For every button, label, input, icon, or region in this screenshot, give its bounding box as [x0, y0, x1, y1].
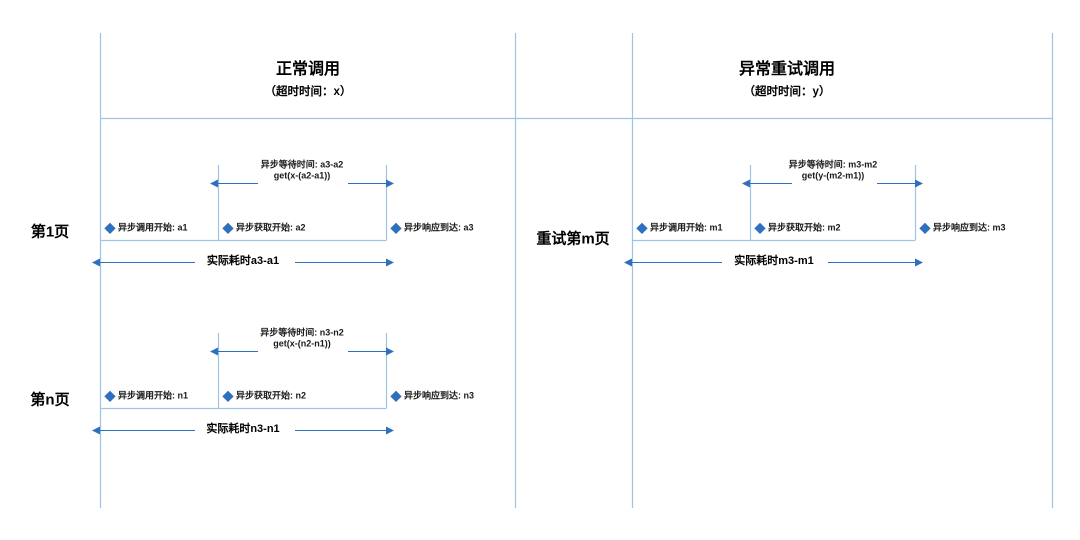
event-label: 异步响应到达: m3: [933, 222, 1006, 233]
total-duration-label-page-1: 实际耗时a3-a1: [199, 255, 287, 269]
panel-subtitle-normal-call: （超时时间：x）: [264, 86, 352, 98]
total-duration-label-page-n: 实际耗时n3-n1: [199, 423, 287, 437]
event-marker-call-start-retry-page-m: 异步调用开始: m1: [636, 222, 723, 234]
diamond-icon: [222, 222, 234, 234]
panel-title-normal-call: 正常调用: [275, 61, 341, 78]
diamond-icon: [919, 222, 931, 234]
wait-annotation-line1: 异步等待时间: a3-a2: [260, 159, 344, 170]
event-label: 异步响应到达: a3: [404, 222, 474, 233]
panel-subtitle-retry-call: （超时时间：y）: [743, 86, 831, 98]
row-label-retry-page-m: 重试第m页: [536, 230, 610, 248]
diamond-icon: [390, 390, 402, 402]
event-label: 异步调用开始: n1: [118, 390, 189, 401]
diamond-icon: [104, 222, 116, 234]
event-label: 异步调用开始: m1: [650, 222, 723, 233]
event-marker-response-arrive-page-1: 异步响应到达: a3: [390, 222, 474, 234]
diamond-icon: [754, 222, 766, 234]
diamond-icon: [636, 222, 648, 234]
event-label: 异步获取开始: m2: [768, 222, 841, 233]
event-marker-fetch-start-retry-page-m: 异步获取开始: m2: [754, 222, 841, 234]
wait-annotation-retry-page-m: 异步等待时间: m3-m2 get(y-(m2-m1)): [789, 160, 878, 183]
event-marker-fetch-start-page-n: 异步获取开始: n2: [222, 390, 307, 402]
event-marker-call-start-page-n: 异步调用开始: n1: [104, 390, 189, 402]
event-marker-call-start-page-1: 异步调用开始: a1: [104, 222, 188, 234]
wait-annotation-line1: 异步等待时间: n3-n2: [260, 327, 344, 338]
wait-annotation-line2: get(x-(n2-n1)): [273, 338, 331, 349]
wait-annotation-line2: get(y-(m2-m1)): [801, 170, 865, 181]
total-duration-label-retry-page-m: 实际耗时m3-m1: [727, 255, 821, 269]
wait-annotation-line1: 异步等待时间: m3-m2: [788, 159, 878, 170]
event-marker-response-arrive-page-n: 异步响应到达: n3: [390, 390, 475, 402]
panel-title-retry-call: 异常重试调用: [738, 61, 836, 78]
row-label-page-n: 第n页: [30, 391, 70, 409]
wait-annotation-line2: get(x-(a2-a1)): [273, 170, 331, 181]
event-label: 异步获取开始: a2: [236, 222, 306, 233]
event-marker-response-arrive-retry-page-m: 异步响应到达: m3: [919, 222, 1006, 234]
diamond-icon: [104, 390, 116, 402]
diamond-icon: [222, 390, 234, 402]
wait-annotation-page-1: 异步等待时间: a3-a2 get(x-(a2-a1)): [261, 160, 344, 183]
event-label: 异步响应到达: n3: [404, 390, 475, 401]
event-label: 异步获取开始: n2: [236, 390, 307, 401]
row-label-page-1: 第1页: [30, 223, 70, 241]
wait-annotation-page-n: 异步等待时间: n3-n2 get(x-(n2-n1)): [260, 328, 344, 351]
diamond-icon: [390, 222, 402, 234]
event-label: 异步调用开始: a1: [118, 222, 188, 233]
event-marker-fetch-start-page-1: 异步获取开始: a2: [222, 222, 306, 234]
